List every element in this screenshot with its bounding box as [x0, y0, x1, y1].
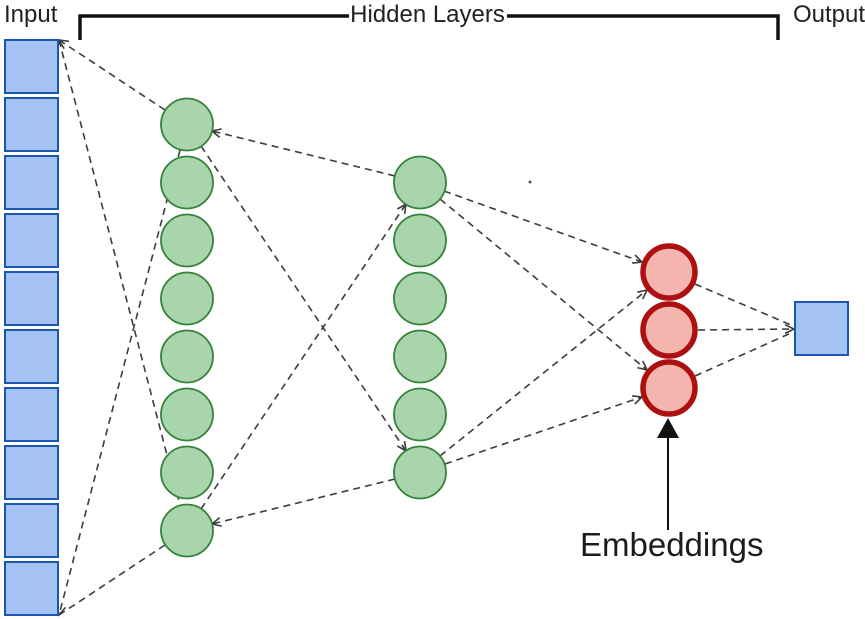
connection-arrowhead-icon — [632, 254, 644, 264]
connection-arrowhead-icon — [210, 516, 222, 527]
connection-line — [58, 544, 166, 616]
input-node — [4, 39, 59, 94]
input-node — [4, 561, 59, 616]
embedding-layer-node — [640, 359, 698, 417]
connection-line — [443, 190, 643, 263]
hidden-layer-2-node — [393, 213, 447, 268]
input-node — [4, 329, 59, 384]
embeddings-label: Embeddings — [580, 526, 764, 563]
hidden-layer-1-node — [160, 271, 214, 326]
connection-line — [200, 145, 407, 452]
input-label: Input — [4, 1, 58, 28]
connection-arrowhead-icon — [396, 440, 408, 453]
connection-line — [439, 198, 648, 371]
output-label: Output — [793, 1, 865, 28]
connection-line — [694, 283, 792, 326]
hidden-layer-1-node — [160, 329, 214, 384]
connection-line — [697, 328, 795, 331]
connection-line — [58, 39, 181, 506]
hidden-layer-1-node — [160, 387, 214, 442]
input-node — [4, 97, 59, 152]
connection-line — [211, 478, 396, 525]
hidden-layer-1-node — [160, 213, 214, 268]
hidden-layer-2-node — [393, 271, 447, 326]
hidden-layer-2-node — [393, 329, 447, 384]
input-node — [4, 155, 59, 210]
connection-arrowhead-icon — [632, 395, 644, 405]
input-node — [4, 271, 59, 326]
connection-line — [58, 39, 166, 111]
connection-line — [211, 130, 396, 177]
input-node — [4, 445, 59, 500]
input-node — [4, 503, 59, 558]
hidden-layer-1-node — [160, 503, 214, 558]
hidden-layers-bracket — [78, 14, 780, 40]
hidden-layer-2-node — [393, 387, 447, 442]
embeddings-arrowhead-icon — [657, 418, 679, 438]
connection-line — [439, 289, 648, 457]
connection-arrowhead-icon — [210, 128, 222, 139]
hidden-layer-2-node — [393, 155, 447, 210]
hidden-layer-1-node — [160, 97, 214, 152]
embedding-layer-node — [640, 301, 698, 359]
connection-arrowhead-icon — [396, 202, 408, 215]
connection-line — [58, 149, 181, 616]
hidden-layer-2-node — [393, 445, 447, 500]
embedding-layer-node — [640, 243, 698, 301]
hidden-layer-1-node — [160, 445, 214, 500]
input-node — [4, 387, 59, 442]
output-node — [794, 301, 849, 356]
connection-line — [444, 396, 643, 465]
connection-line — [200, 203, 407, 510]
hidden-layer-1-node — [160, 155, 214, 210]
hidden-layers-label: Hidden Layers — [350, 1, 505, 28]
connection-line — [694, 332, 792, 377]
stray-mark — [528, 180, 532, 184]
input-node — [4, 213, 59, 268]
